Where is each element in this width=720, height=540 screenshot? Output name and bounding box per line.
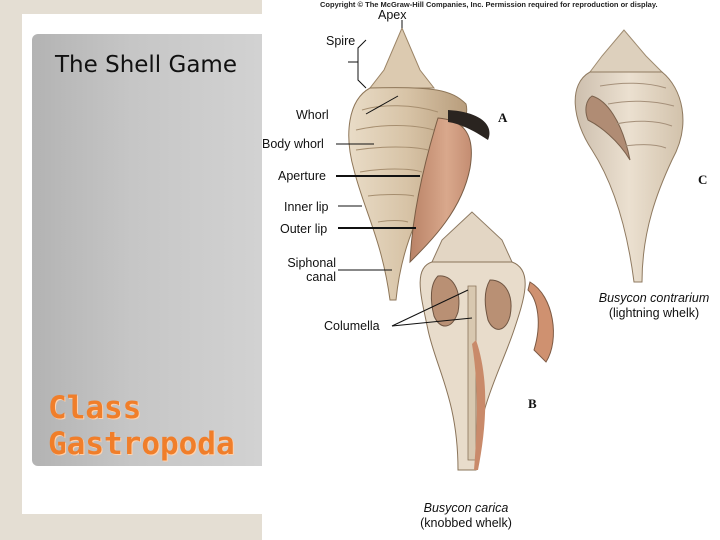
- figure-letter-b: B: [528, 396, 537, 411]
- shell-a-outer-lip: [448, 110, 490, 140]
- heading-line-class: Class: [48, 390, 142, 426]
- label-spire: Spire: [326, 34, 356, 48]
- caption-carica-common: (knobbed whelk): [420, 516, 512, 530]
- figure-letter-a: A: [498, 110, 508, 125]
- spire-bracket: [357, 39, 367, 89]
- label-apex: Apex: [378, 8, 407, 22]
- shell-c-aperture: [585, 95, 631, 161]
- caption-contrarium-common: (lightning whelk): [608, 306, 700, 320]
- whorl-leader: [365, 95, 399, 115]
- shell-b-chamber-right: [484, 279, 512, 330]
- label-columella: Columella: [324, 319, 380, 333]
- label-aperture: Aperture: [278, 169, 326, 183]
- shell-a-aperture: [409, 117, 472, 264]
- heading-line-gastropoda: Gastropoda: [48, 426, 235, 462]
- title-panel: [32, 34, 282, 466]
- label-siphonal-canal-line2: canal: [306, 270, 336, 284]
- caption-busycon-carica: Busycon carica (knobbed whelk): [396, 501, 536, 531]
- shell-c-spire: [589, 29, 664, 73]
- label-siphonal-canal: Siphonal canal: [276, 256, 336, 284]
- shell-b-outer-wall: [527, 281, 554, 363]
- copyright-notice: Copyright © The McGraw-Hill Companies, I…: [320, 0, 658, 9]
- caption-contrarium-name: Busycon contrarium: [598, 291, 710, 305]
- shell-illustrations: [336, 20, 684, 471]
- caption-carica-name: Busycon carica: [423, 501, 509, 515]
- shell-c: [574, 29, 684, 283]
- caption-busycon-contrarium: Busycon contrarium (lightning whelk): [588, 291, 720, 321]
- columella-leader-2: [391, 317, 473, 327]
- shell-b-columella: [467, 285, 477, 461]
- shell-c-ridges: [599, 82, 675, 149]
- shell-b-siphon-channel: [472, 340, 486, 470]
- shell-b: [419, 211, 554, 471]
- shell-diagram: Copyright © The McGraw-Hill Companies, I…: [262, 0, 720, 540]
- shell-a-ridges: [355, 105, 439, 223]
- columella-leader-1: [391, 289, 469, 327]
- label-outer-lip: Outer lip: [280, 222, 328, 236]
- slide-title: The Shell Game: [55, 52, 237, 78]
- label-leader-lines: [336, 20, 473, 327]
- label-whorl: Whorl: [296, 108, 329, 122]
- label-inner-lip: Inner lip: [284, 200, 329, 214]
- shell-a-spire: [368, 26, 436, 89]
- label-siphonal-canal-line1: Siphonal: [287, 256, 336, 270]
- label-body-whorl: Body whorl: [262, 137, 324, 151]
- figure-letter-c: C: [698, 172, 708, 187]
- slide-heading: Class Gastropoda: [48, 390, 288, 462]
- shell-a: [348, 26, 490, 301]
